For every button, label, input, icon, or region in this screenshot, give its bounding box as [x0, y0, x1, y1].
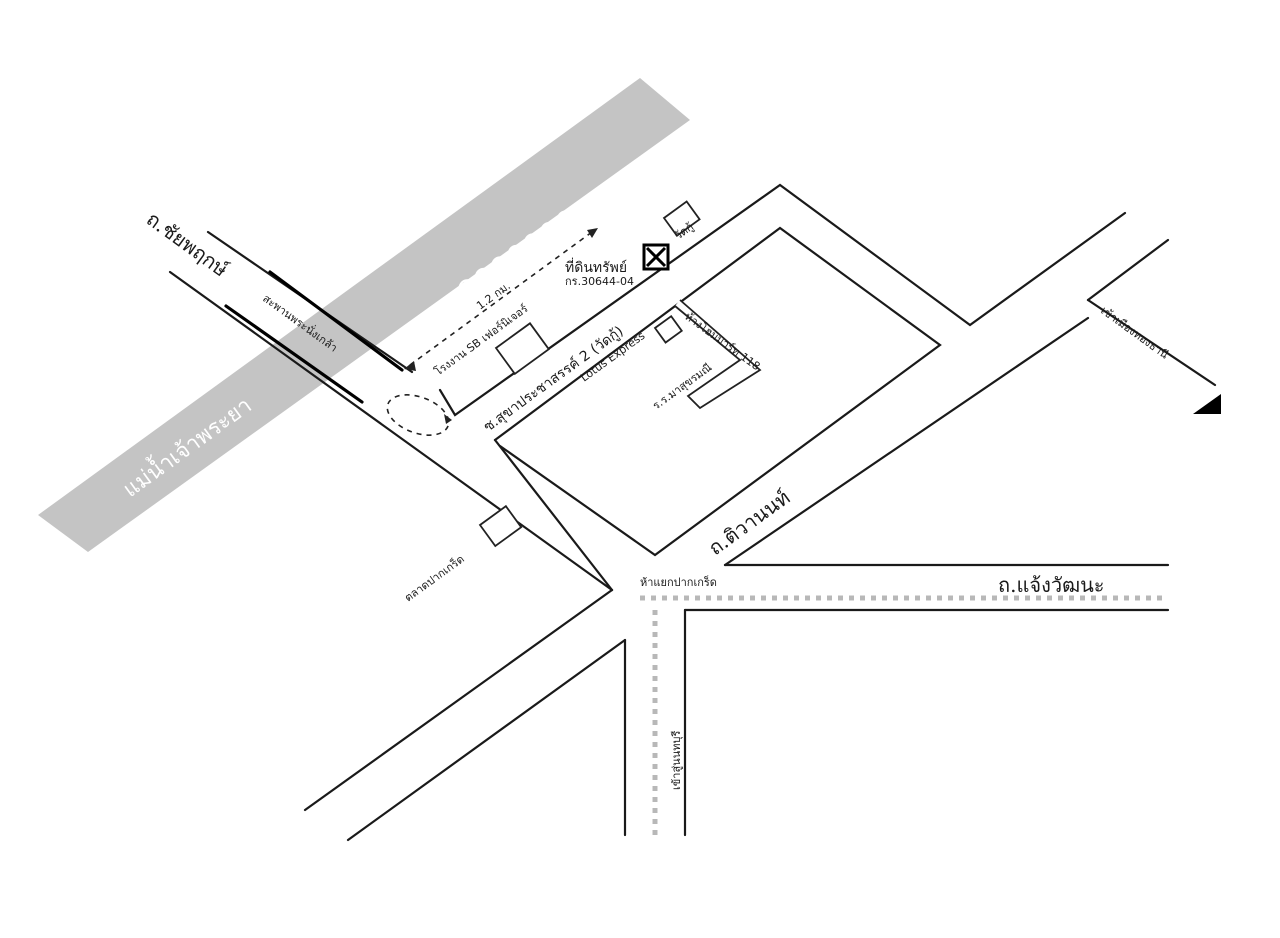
road-tiwanon-upper [723, 316, 1090, 567]
property-marker-icon[interactable] [642, 243, 670, 271]
label-homemart: ห้างโฮมมาร์ท 118 [682, 309, 763, 373]
road-chaiyaphruek-lower [168, 270, 614, 592]
building-lotus [653, 314, 684, 344]
label-chaengwattana: ถ.แจ้งวัฒนะ [998, 573, 1105, 597]
building-pakkret-market [478, 504, 523, 548]
road-lower-diag-1 [303, 588, 614, 812]
distance-arrow-head-start [404, 361, 416, 371]
building-temple [662, 200, 701, 238]
direction-arrow-icon [1193, 394, 1221, 414]
turn-marker-arrow [444, 414, 452, 424]
road-soi-suksa-lower [493, 226, 942, 557]
label-property: ที่ดินทรัพย์ [565, 258, 627, 276]
label-pakkret-market: ตลาดปากเกร็ด [402, 552, 467, 605]
turn-marker-ellipse [386, 394, 450, 436]
distance-arrow-head-end [587, 228, 598, 238]
label-chaiyaphruek: ถ.ชัยพฤกษ์ [142, 207, 233, 282]
river-band [38, 78, 690, 552]
label-pakkret-intersection: ห้าแยกปากเกร็ด [640, 575, 717, 589]
distance-arrow-line [409, 231, 593, 366]
road-tiwanon-side2 [1086, 298, 1217, 387]
label-nonthaburi-direction: เข้าสู่นนทบุรี [670, 731, 683, 790]
bridge-upper-edge [268, 270, 404, 372]
road-lower-diag-2 [346, 638, 627, 842]
label-soi-suksa: ซ.สุขาประชาสรรค์ 2 (วัดกู้) [480, 323, 626, 436]
label-to-muang-thong: เข้าเมืองทองธานี [1098, 304, 1171, 362]
label-property-code: กร.30644-04 [565, 275, 634, 288]
building-homemart [674, 299, 762, 410]
road-soi-suksa-upper [438, 183, 1127, 417]
building-factory [494, 322, 551, 376]
label-distance: 1.2 กม. [474, 279, 513, 312]
bridge-lower-edge [224, 304, 364, 404]
road-segment-a [493, 438, 614, 592]
river-wave-icon [457, 210, 574, 294]
road-tiwanon-side [1086, 238, 1170, 302]
